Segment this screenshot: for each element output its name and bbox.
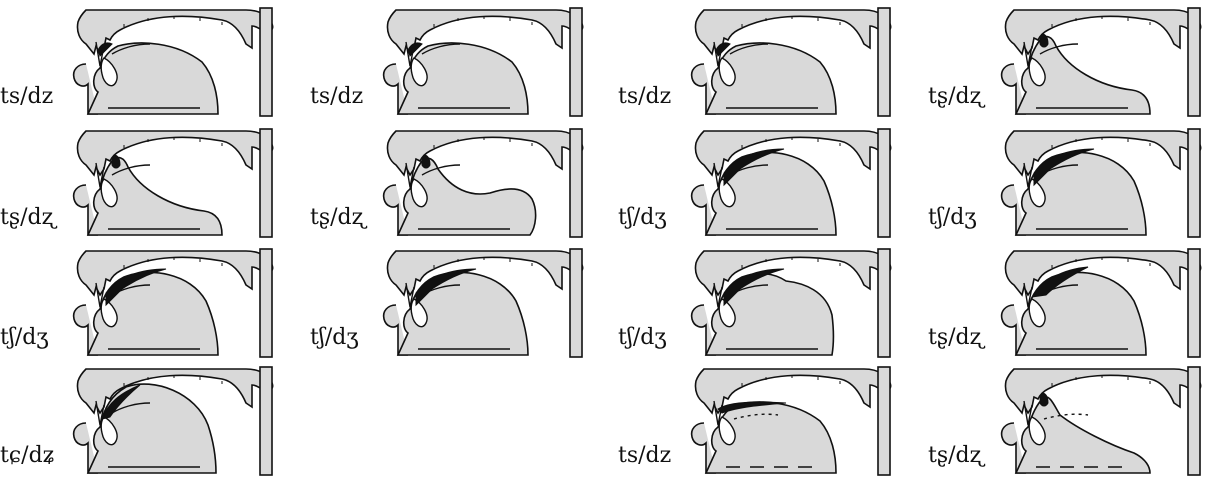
articulation-diagram: tʂ/dʐ	[310, 125, 600, 239]
articulation-diagram: tʃ/dʒ	[0, 245, 290, 359]
phoneme-label: tʂ/dʐ	[928, 445, 983, 467]
pharynx-wall	[1188, 8, 1200, 116]
pharynx-wall	[1188, 249, 1200, 357]
pharynx-wall	[570, 129, 582, 237]
pharynx-wall	[260, 367, 272, 475]
pharynx-wall	[878, 367, 890, 475]
articulation-diagram: ts/dz	[618, 4, 908, 118]
articulation-diagram: tʃ/dʒ	[310, 245, 600, 359]
pharynx-wall	[260, 8, 272, 116]
phoneme-label: ts/dz	[310, 86, 363, 108]
phoneme-label: tʂ/dʐ	[928, 327, 983, 349]
palate-shape	[1005, 369, 1200, 413]
pharynx-wall	[878, 249, 890, 357]
contact-region	[1040, 393, 1048, 406]
pharynx-wall	[570, 8, 582, 116]
phoneme-label: ts/dz	[0, 86, 53, 108]
articulation-diagram: tɕ/dʑ	[0, 363, 290, 477]
pharynx-wall	[570, 249, 582, 357]
articulation-diagram: ts/dz	[0, 4, 290, 118]
articulation-diagram: tʂ/dʐ	[928, 4, 1207, 118]
articulation-diagram: tʃ/dʒ	[618, 245, 908, 359]
articulation-diagram: ts/dz	[618, 363, 908, 477]
articulation-diagram: tʂ/dʐ	[0, 125, 290, 239]
pharynx-wall	[260, 129, 272, 237]
phoneme-label: tʃ/dʒ	[618, 207, 667, 229]
articulation-diagram: tʃ/dʒ	[928, 125, 1207, 239]
phoneme-label: tʂ/dʐ	[928, 86, 983, 108]
pharynx-wall	[1188, 367, 1200, 475]
phoneme-label: ts/dz	[618, 445, 671, 467]
articulation-diagram: ts/dz	[310, 4, 600, 118]
phoneme-label: tɕ/dʑ	[0, 445, 55, 467]
pharynx-wall	[260, 249, 272, 357]
articulation-diagram: tʂ/dʐ	[928, 363, 1207, 477]
phoneme-label: tʂ/dʐ	[0, 207, 55, 229]
articulation-diagram: tʃ/dʒ	[618, 125, 908, 239]
pharynx-wall	[878, 129, 890, 237]
phoneme-label: ts/dz	[618, 86, 671, 108]
phoneme-label: tʂ/dʐ	[310, 207, 365, 229]
pharynx-wall	[1188, 129, 1200, 237]
pharynx-wall	[878, 8, 890, 116]
contact-region	[422, 155, 430, 168]
phoneme-label: tʃ/dʒ	[310, 327, 359, 349]
phoneme-label: tʃ/dʒ	[618, 327, 667, 349]
phoneme-label: tʃ/dʒ	[928, 207, 977, 229]
articulation-diagram: tʂ/dʐ	[928, 245, 1207, 359]
phoneme-label: tʃ/dʒ	[0, 327, 49, 349]
